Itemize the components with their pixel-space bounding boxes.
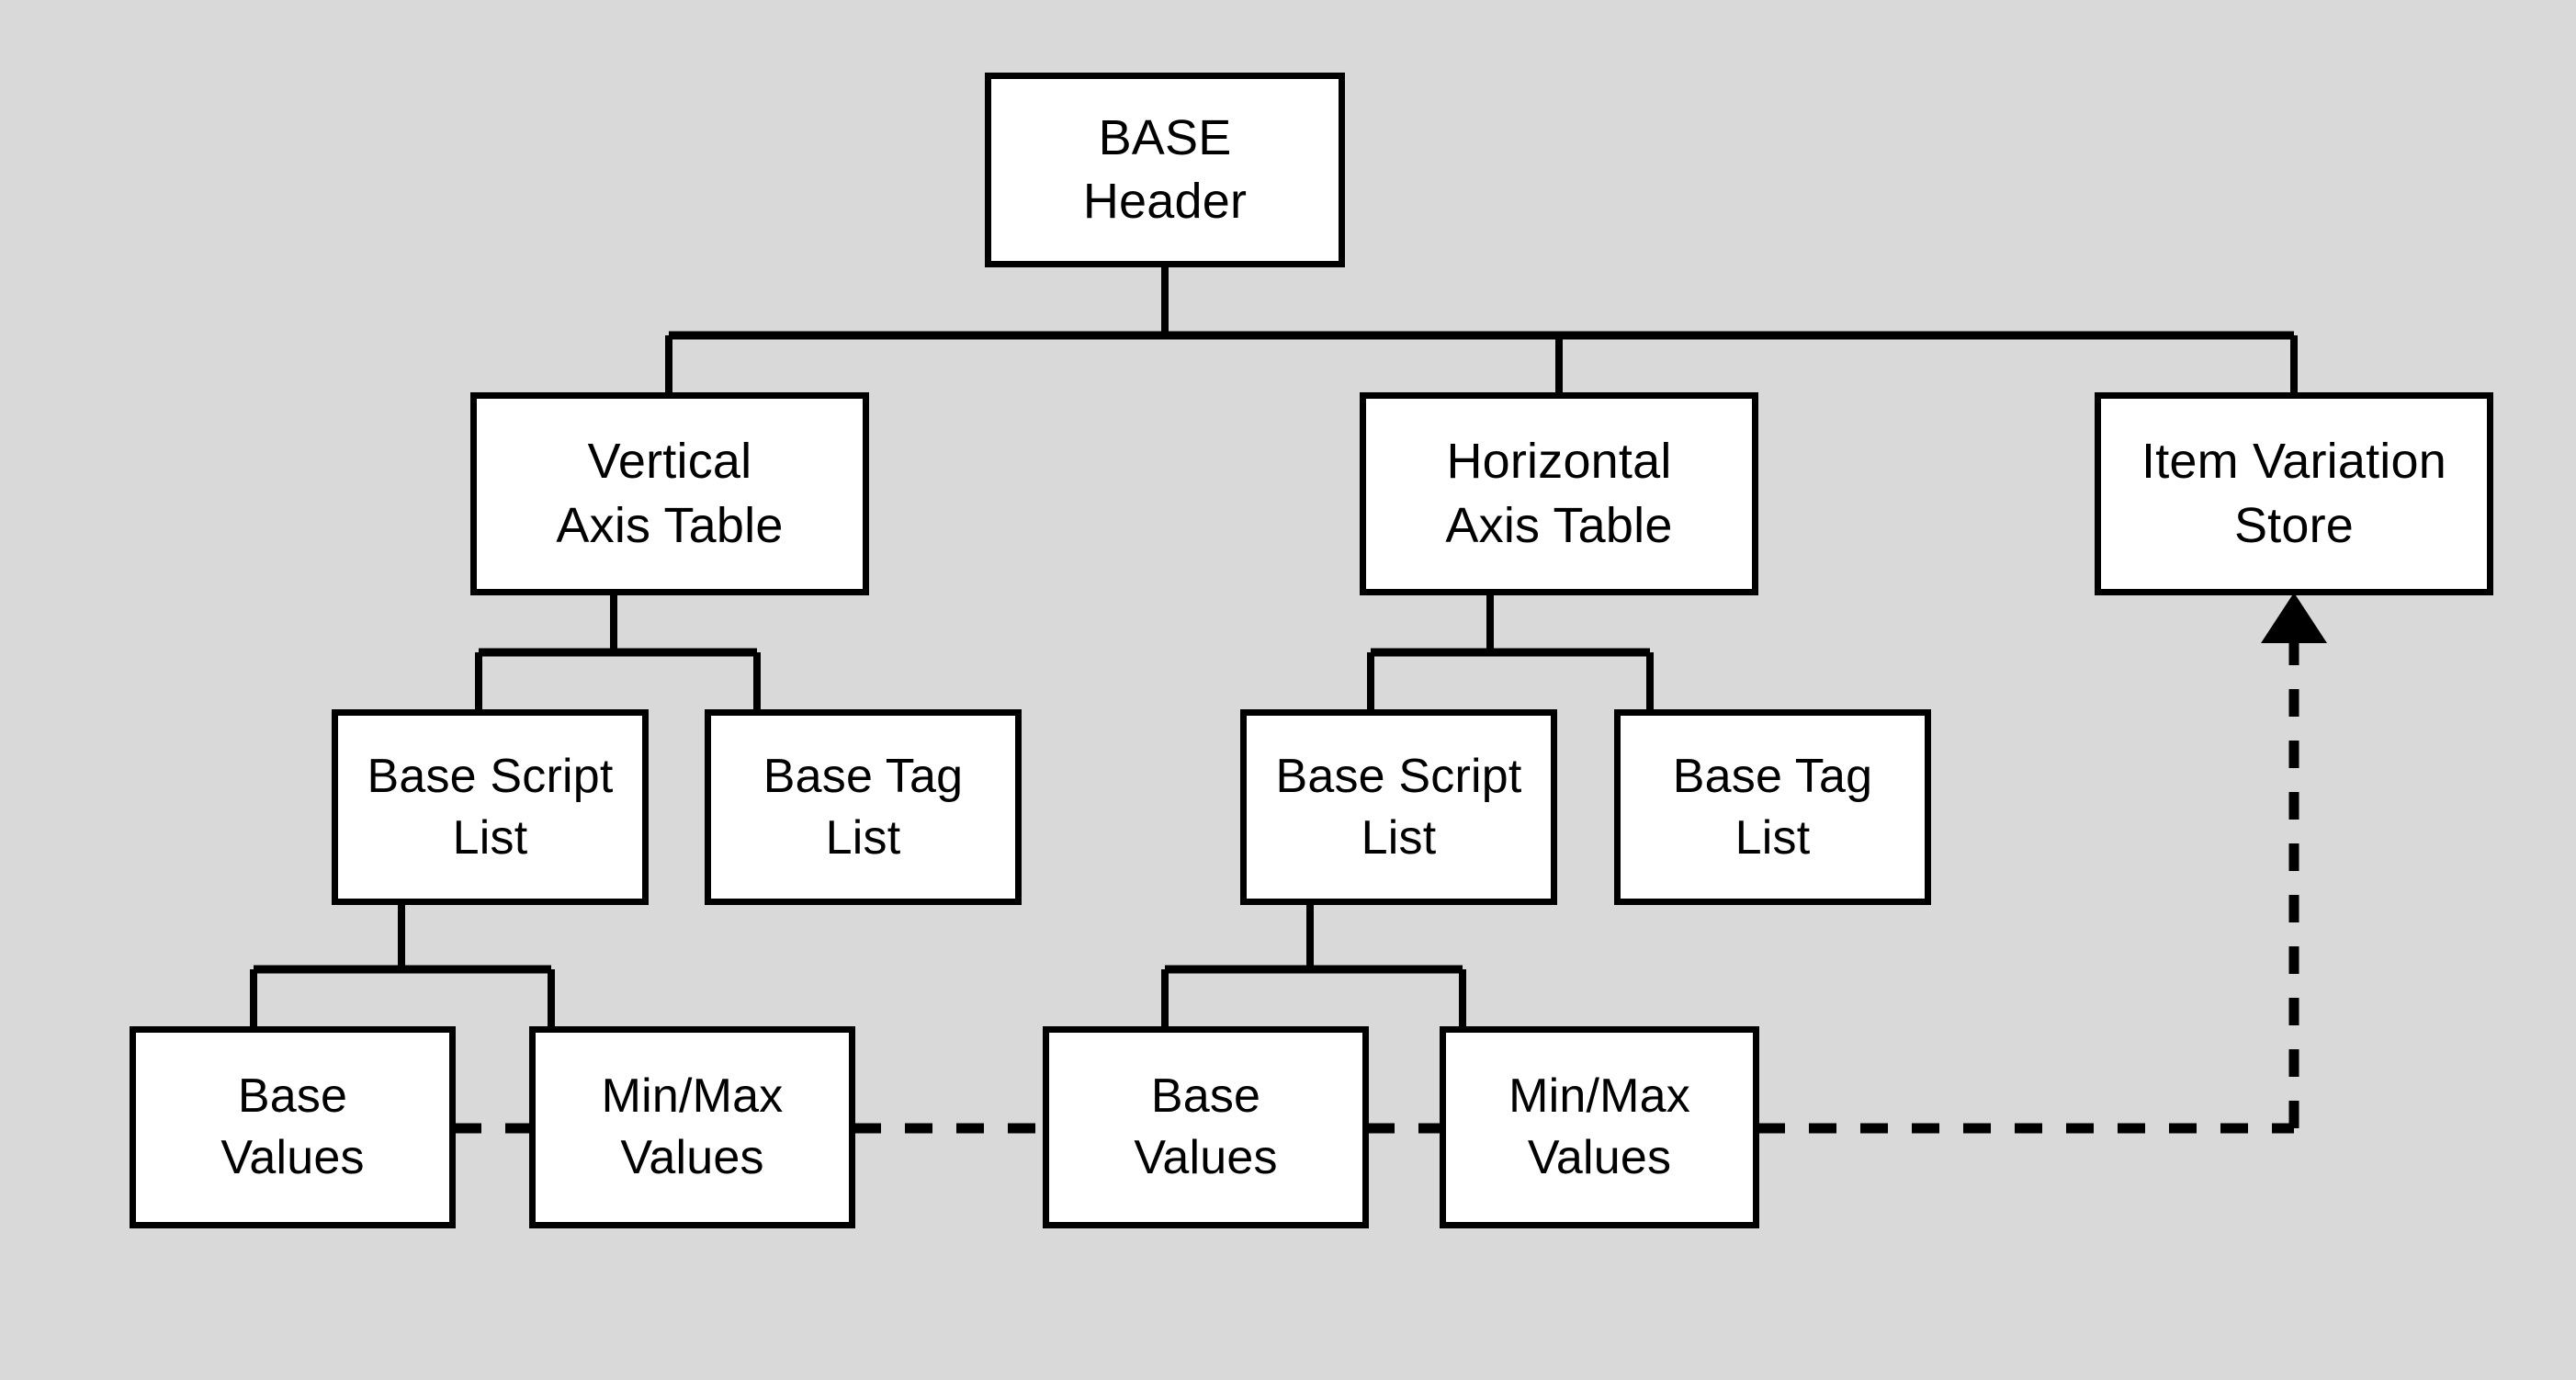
node-horizontal-min-max-values[interactable]: Min/Max Values	[1440, 1026, 1759, 1228]
node-item-variation-store-line-1: Item Variation	[2141, 434, 2446, 490]
node-horizontal-base-script-list-line-2: List	[1361, 810, 1437, 865]
node-vertical-base-values-line-2: Values	[220, 1131, 365, 1184]
node-vertical-axis-table-line-2: Axis Table	[556, 497, 784, 553]
node-item-variation-store-line-2: Store	[2233, 497, 2355, 553]
node-vertical-min-max-values-line-2: Values	[620, 1131, 764, 1184]
node-horizontal-min-max-values-line-2: Values	[1527, 1131, 1672, 1184]
node-vertical-base-values[interactable]: Base Values	[130, 1026, 456, 1228]
node-vertical-base-script-list[interactable]: Base Script List	[332, 709, 649, 905]
node-vertical-min-max-values-line-1: Min/Max	[601, 1069, 784, 1124]
node-horizontal-base-script-list[interactable]: Base Script List	[1240, 709, 1557, 905]
node-vertical-base-script-list-line-1: Base Script	[367, 749, 614, 803]
node-horizontal-base-values[interactable]: Base Values	[1043, 1026, 1369, 1228]
node-base-header[interactable]: BASE Header	[985, 73, 1345, 267]
node-vertical-base-tag-list[interactable]: Base Tag List	[705, 709, 1022, 905]
node-vertical-base-script-list-line-2: List	[452, 810, 528, 865]
node-horizontal-axis-table[interactable]: Horizontal Axis Table	[1360, 392, 1758, 595]
node-vertical-base-values-line-1: Base	[237, 1069, 348, 1124]
node-horizontal-min-max-values-line-1: Min/Max	[1508, 1069, 1690, 1124]
node-horizontal-base-tag-list-line-2: List	[1734, 810, 1811, 865]
node-horizontal-base-tag-list-line-1: Base Tag	[1672, 749, 1873, 803]
node-horizontal-base-tag-list[interactable]: Base Tag List	[1614, 709, 1931, 905]
node-vertical-base-tag-list-line-1: Base Tag	[763, 749, 964, 803]
node-vertical-min-max-values[interactable]: Min/Max Values	[529, 1026, 855, 1228]
node-horizontal-axis-table-line-1: Horizontal	[1446, 434, 1672, 490]
node-horizontal-base-script-list-line-1: Base Script	[1275, 749, 1522, 803]
node-item-variation-store[interactable]: Item Variation Store	[2095, 392, 2493, 595]
node-vertical-axis-table-line-1: Vertical	[587, 434, 752, 490]
node-base-header-line-1: BASE	[1098, 109, 1232, 165]
node-vertical-axis-table[interactable]: Vertical Axis Table	[470, 392, 869, 595]
node-horizontal-base-values-line-2: Values	[1134, 1131, 1278, 1184]
node-vertical-base-tag-list-line-2: List	[825, 810, 901, 865]
node-horizontal-base-values-line-1: Base	[1150, 1069, 1261, 1124]
node-base-header-line-2: Header	[1082, 174, 1248, 229]
node-horizontal-axis-table-line-2: Axis Table	[1445, 497, 1673, 553]
arrowhead-up-icon	[2261, 593, 2327, 643]
